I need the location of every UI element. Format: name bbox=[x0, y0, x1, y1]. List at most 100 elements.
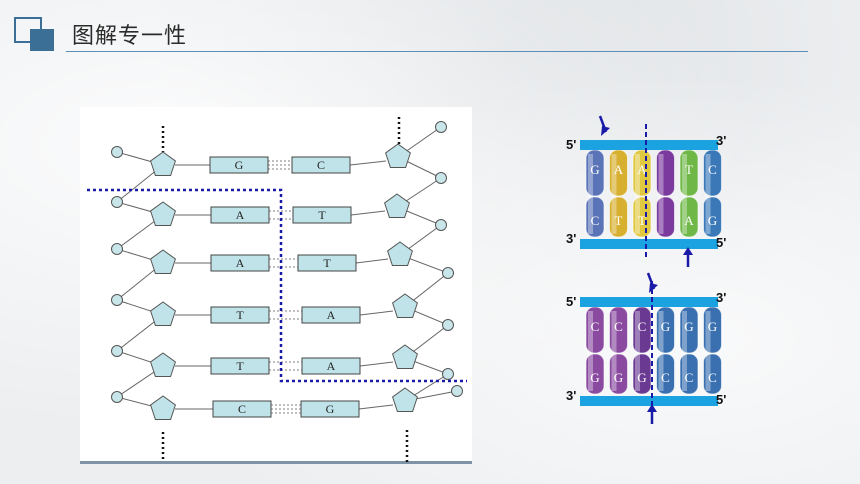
base-letter-top: G bbox=[590, 162, 599, 177]
base-pillar-bottom bbox=[609, 353, 628, 395]
end-label-top-right: 3' bbox=[716, 133, 726, 148]
pillar-highlight bbox=[705, 311, 711, 391]
deoxyribose-right bbox=[392, 387, 418, 412]
panel-bottom-border bbox=[80, 461, 472, 464]
deoxyribose-left bbox=[150, 249, 176, 274]
pillar-highlight bbox=[635, 154, 640, 234]
base-pillar-bottom bbox=[703, 353, 722, 395]
cut-arrow-bottom-head bbox=[683, 247, 693, 255]
deoxyribose-left bbox=[150, 301, 176, 326]
phosphate-right bbox=[435, 121, 447, 133]
base-pillar-bottom bbox=[679, 196, 699, 238]
end-label-top-right: 3' bbox=[716, 290, 726, 305]
base-pillar-bottom bbox=[703, 196, 722, 238]
backbone-rail-top bbox=[580, 297, 718, 307]
cut-arrow-bottom-head bbox=[647, 404, 657, 412]
phosphate-left bbox=[111, 391, 123, 403]
phosphate-left bbox=[111, 243, 123, 255]
base-pillar-bottom bbox=[609, 196, 628, 238]
base-box-right bbox=[292, 206, 352, 224]
base-letter-bottom: G bbox=[614, 370, 623, 385]
base-label-left: G bbox=[235, 158, 244, 172]
deoxyribose-left bbox=[150, 151, 176, 176]
deoxyribose-right bbox=[385, 143, 411, 168]
phosphate-right bbox=[442, 319, 454, 331]
logo-squares bbox=[14, 17, 54, 51]
phosphate-right bbox=[442, 267, 454, 279]
backbone-rail-top bbox=[580, 140, 718, 150]
pillar-highlight bbox=[635, 311, 640, 391]
pillar-highlight bbox=[705, 154, 711, 234]
base-letter-top: A bbox=[614, 162, 624, 177]
base-box-right bbox=[301, 357, 361, 375]
phosphate-right bbox=[442, 368, 454, 380]
deoxyribose-right bbox=[384, 193, 410, 218]
pillar-highlight bbox=[682, 154, 687, 234]
base-box-left bbox=[210, 254, 270, 272]
base-label-left: T bbox=[236, 359, 244, 373]
phosphate-left bbox=[111, 294, 123, 306]
base-letter-top: C bbox=[638, 319, 647, 334]
base-letter-top: T bbox=[685, 162, 693, 177]
end-label-top-left: 5' bbox=[566, 137, 576, 152]
pillar-highlight bbox=[658, 311, 664, 391]
base-label-left: A bbox=[236, 256, 245, 270]
pillar-highlight bbox=[682, 311, 687, 391]
end-label-top-left: 5' bbox=[566, 294, 576, 309]
page-title: 图解专一性 bbox=[72, 24, 188, 49]
phosphate-right bbox=[435, 172, 447, 184]
end-label-bottom-left: 3' bbox=[566, 388, 576, 403]
glycosidic-bond bbox=[350, 210, 386, 216]
base-label-right: G bbox=[326, 402, 335, 416]
base-pillar-bottom bbox=[585, 196, 605, 238]
base-letter-top: C bbox=[614, 319, 623, 334]
base-letter-top: C bbox=[591, 319, 600, 334]
glycosidic-bond bbox=[359, 361, 394, 367]
base-label-left: T bbox=[236, 308, 244, 322]
base-letter-bottom: C bbox=[685, 370, 694, 385]
deoxyribose-right bbox=[392, 344, 418, 369]
pillar-highlight bbox=[611, 311, 617, 391]
phosphate-left bbox=[111, 345, 123, 357]
base-label-right: T bbox=[318, 208, 326, 222]
cut-arrow-top-head bbox=[601, 126, 610, 136]
base-box-left bbox=[210, 357, 270, 375]
base-letter-top: A bbox=[637, 162, 647, 177]
base-box-right bbox=[297, 254, 357, 272]
base-letter-bottom: A bbox=[684, 213, 694, 228]
base-pillar-bottom bbox=[679, 353, 699, 395]
pillar-highlight bbox=[588, 154, 593, 234]
base-label-left: C bbox=[238, 402, 246, 416]
base-label-right: T bbox=[323, 256, 331, 270]
backbone-rail-bottom bbox=[580, 396, 718, 406]
base-letter-bottom: C bbox=[661, 370, 670, 385]
cut-site-dotted-line bbox=[87, 188, 467, 383]
pillar-highlight bbox=[611, 154, 617, 234]
base-letter-bottom: T bbox=[638, 213, 646, 228]
pillar-highlight bbox=[588, 311, 593, 391]
phosphate-left bbox=[111, 196, 123, 208]
base-letter-bottom: C bbox=[591, 213, 600, 228]
base-box-left bbox=[210, 206, 270, 224]
base-label-right: A bbox=[327, 308, 336, 322]
base-box-right bbox=[301, 306, 361, 324]
end-label-bottom-right: 5' bbox=[716, 392, 726, 407]
base-letter-top: G bbox=[708, 319, 717, 334]
base-label-left: A bbox=[236, 208, 245, 222]
phosphate-left bbox=[111, 146, 123, 158]
deoxyribose-left bbox=[150, 395, 176, 420]
title-underline bbox=[66, 51, 808, 52]
glycosidic-bond bbox=[358, 404, 394, 410]
base-letter-top: C bbox=[708, 162, 717, 177]
base-letter-bottom: G bbox=[637, 370, 646, 385]
phosphate-right bbox=[435, 219, 447, 231]
base-letter-top: G bbox=[684, 319, 693, 334]
base-label-right: A bbox=[327, 359, 336, 373]
backbone-rail-bottom bbox=[580, 239, 718, 249]
base-letter-bottom: T bbox=[615, 213, 623, 228]
base-pillar-bottom bbox=[656, 353, 675, 395]
pillar-highlight bbox=[658, 154, 664, 234]
deoxyribose-left bbox=[150, 201, 176, 226]
